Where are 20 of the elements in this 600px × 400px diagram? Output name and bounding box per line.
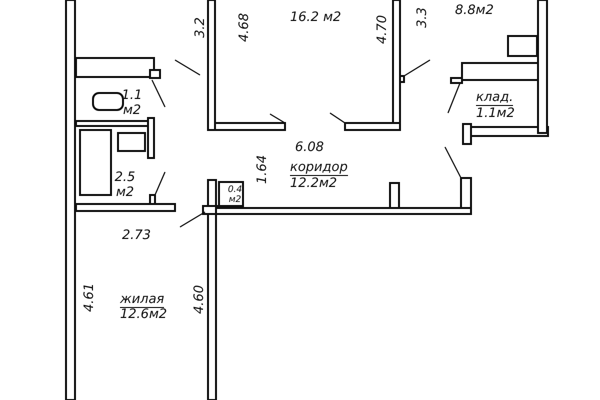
room-label: жилая xyxy=(120,292,164,308)
dimension-label: 3.2 xyxy=(192,17,208,38)
dimension-label: 6.08 xyxy=(295,140,324,155)
area-label: 1.1 м2 xyxy=(120,88,144,118)
dimension-label: 4.60 xyxy=(192,285,207,314)
area-label: 8.8м2 xyxy=(455,3,494,18)
area-label: 16.2 м2 xyxy=(290,10,342,25)
area-label: 0.4 м2 xyxy=(226,185,244,205)
area-label: 12.2м2 xyxy=(290,176,338,191)
room-label: коридор xyxy=(290,160,348,176)
area-label: 1.1м2 xyxy=(476,106,515,121)
dimension-label: 3.3 xyxy=(414,7,430,28)
area-label: 12.6м2 xyxy=(120,307,168,322)
area-label: 2.5 м2 xyxy=(114,170,136,200)
room-label: клад. xyxy=(476,90,514,106)
dimension-label: 4.61 xyxy=(82,283,97,312)
dimension-label: 2.73 xyxy=(122,228,151,243)
dimension-label: 1.64 xyxy=(254,155,270,184)
dimension-label: 4.68 xyxy=(236,13,252,42)
dimension-label: 4.70 xyxy=(374,15,390,44)
